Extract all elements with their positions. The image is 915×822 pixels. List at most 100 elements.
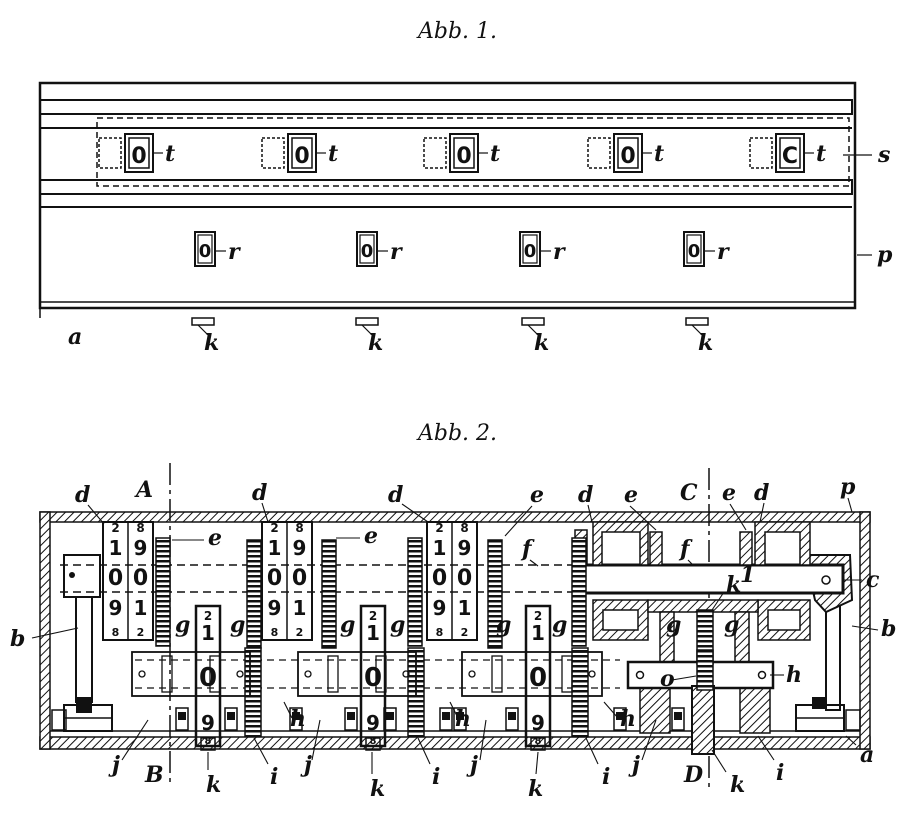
- label-k1: k1: [711, 562, 755, 611]
- gear-i-1: [244, 647, 262, 737]
- label-g-7: g: [666, 612, 681, 638]
- label-f-2: f: [678, 536, 695, 567]
- gear-e-6: [571, 537, 587, 647]
- window-r-digit: 0: [199, 241, 212, 262]
- label-k: k: [368, 330, 383, 356]
- svg-text:g: g: [724, 612, 739, 638]
- window-r-digit: 0: [524, 241, 537, 262]
- counter-digit: 9: [268, 596, 282, 620]
- svg-text:f: f: [520, 536, 535, 562]
- window-t-digit: C: [782, 144, 798, 169]
- svg-text:B: B: [144, 762, 164, 788]
- hub-h-2: [297, 651, 417, 697]
- label-i-2: i: [417, 737, 440, 790]
- figure-2-hubs: [131, 651, 685, 731]
- label-k-fig2-4: k: [711, 749, 745, 798]
- counter-digit: 1: [268, 536, 282, 560]
- label-g-8: g: [724, 612, 739, 638]
- key-wheel-digit: 9: [366, 711, 380, 735]
- gear-e-5: [487, 539, 503, 649]
- counter-digit: 2: [137, 626, 145, 639]
- counter-digit: 0: [133, 566, 148, 591]
- label-h-3: h: [603, 701, 636, 732]
- crank-b-left: [51, 554, 113, 732]
- label-t: t: [654, 141, 664, 167]
- counter-digit: 8: [136, 521, 144, 535]
- label-g-2: g: [230, 612, 245, 638]
- label-i-4: i: [757, 735, 784, 786]
- base-block-10: [671, 707, 685, 731]
- counter-digit: 9: [293, 536, 307, 560]
- svg-text:e: e: [364, 523, 378, 549]
- counter-digit: 2: [270, 521, 278, 535]
- svg-text:d: d: [75, 482, 90, 508]
- counter-digit: 0: [267, 566, 282, 591]
- key-wheel-digit: 2: [534, 609, 542, 623]
- svg-text:e: e: [530, 482, 544, 508]
- label-r: r: [717, 239, 730, 265]
- gear-e-1: [155, 537, 171, 647]
- counter-digit: 8: [460, 521, 468, 535]
- label-B: B: [144, 762, 164, 788]
- label-t: t: [816, 141, 826, 167]
- label-e-5: e: [722, 480, 747, 531]
- svg-text:i: i: [776, 760, 784, 786]
- label-b-right: b: [851, 616, 896, 642]
- window-r-digit: 0: [688, 241, 701, 262]
- counter-digit: 0: [292, 566, 307, 591]
- label-d-2: d: [252, 480, 269, 523]
- label-d-3: d: [388, 482, 429, 523]
- gear-e-4: [407, 537, 423, 647]
- window-t-digit: 0: [620, 144, 635, 169]
- svg-text:g: g: [552, 612, 567, 638]
- counter-digit: 2: [461, 626, 469, 639]
- counter-digit: 1: [134, 596, 148, 620]
- key-wheel-digit: 8: [370, 736, 377, 747]
- key-wheel-digit: 0: [199, 663, 217, 693]
- key-wheel-digit: 0: [529, 663, 547, 693]
- figure-2-title: Abb. 2.: [416, 421, 497, 446]
- svg-text:g: g: [666, 612, 681, 638]
- label-t: t: [328, 141, 338, 167]
- label-d-1: d: [75, 482, 105, 525]
- counter-digit: 1: [458, 596, 472, 620]
- base-block-9: [613, 707, 627, 731]
- key-k-4: k: [685, 317, 713, 356]
- label-k-fig2-2: k: [370, 752, 385, 802]
- counter-digit: 2: [111, 521, 119, 535]
- svg-text:b: b: [10, 626, 25, 652]
- counter-digit: 9: [433, 596, 447, 620]
- counter-digit: 8: [436, 626, 444, 639]
- hub-h-1: [131, 651, 251, 697]
- svg-text:d: d: [388, 482, 403, 508]
- figure-2-gears: [155, 537, 589, 737]
- svg-text:h: h: [620, 706, 636, 732]
- label-i-3: i: [585, 737, 610, 790]
- gear-i-3: [571, 647, 589, 737]
- counter-digit: 0: [108, 566, 123, 591]
- key-wheel-digit: 1: [201, 621, 215, 645]
- key-wheel-digit: 0: [364, 663, 382, 693]
- hub-h-3: [461, 651, 603, 697]
- svg-text:D: D: [683, 762, 703, 788]
- svg-text:k: k: [370, 776, 385, 802]
- label-h-2: h: [449, 701, 471, 732]
- svg-text:e: e: [722, 480, 736, 506]
- key-k-1: k: [191, 317, 219, 356]
- counter-digit: 9: [458, 536, 472, 560]
- svg-text:k: k: [528, 776, 543, 802]
- window-t-digit: 0: [294, 144, 309, 169]
- svg-text:k: k: [730, 772, 745, 798]
- svg-text:j: j: [300, 752, 312, 778]
- label-k: k: [534, 330, 549, 356]
- label-g-5: g: [496, 612, 511, 638]
